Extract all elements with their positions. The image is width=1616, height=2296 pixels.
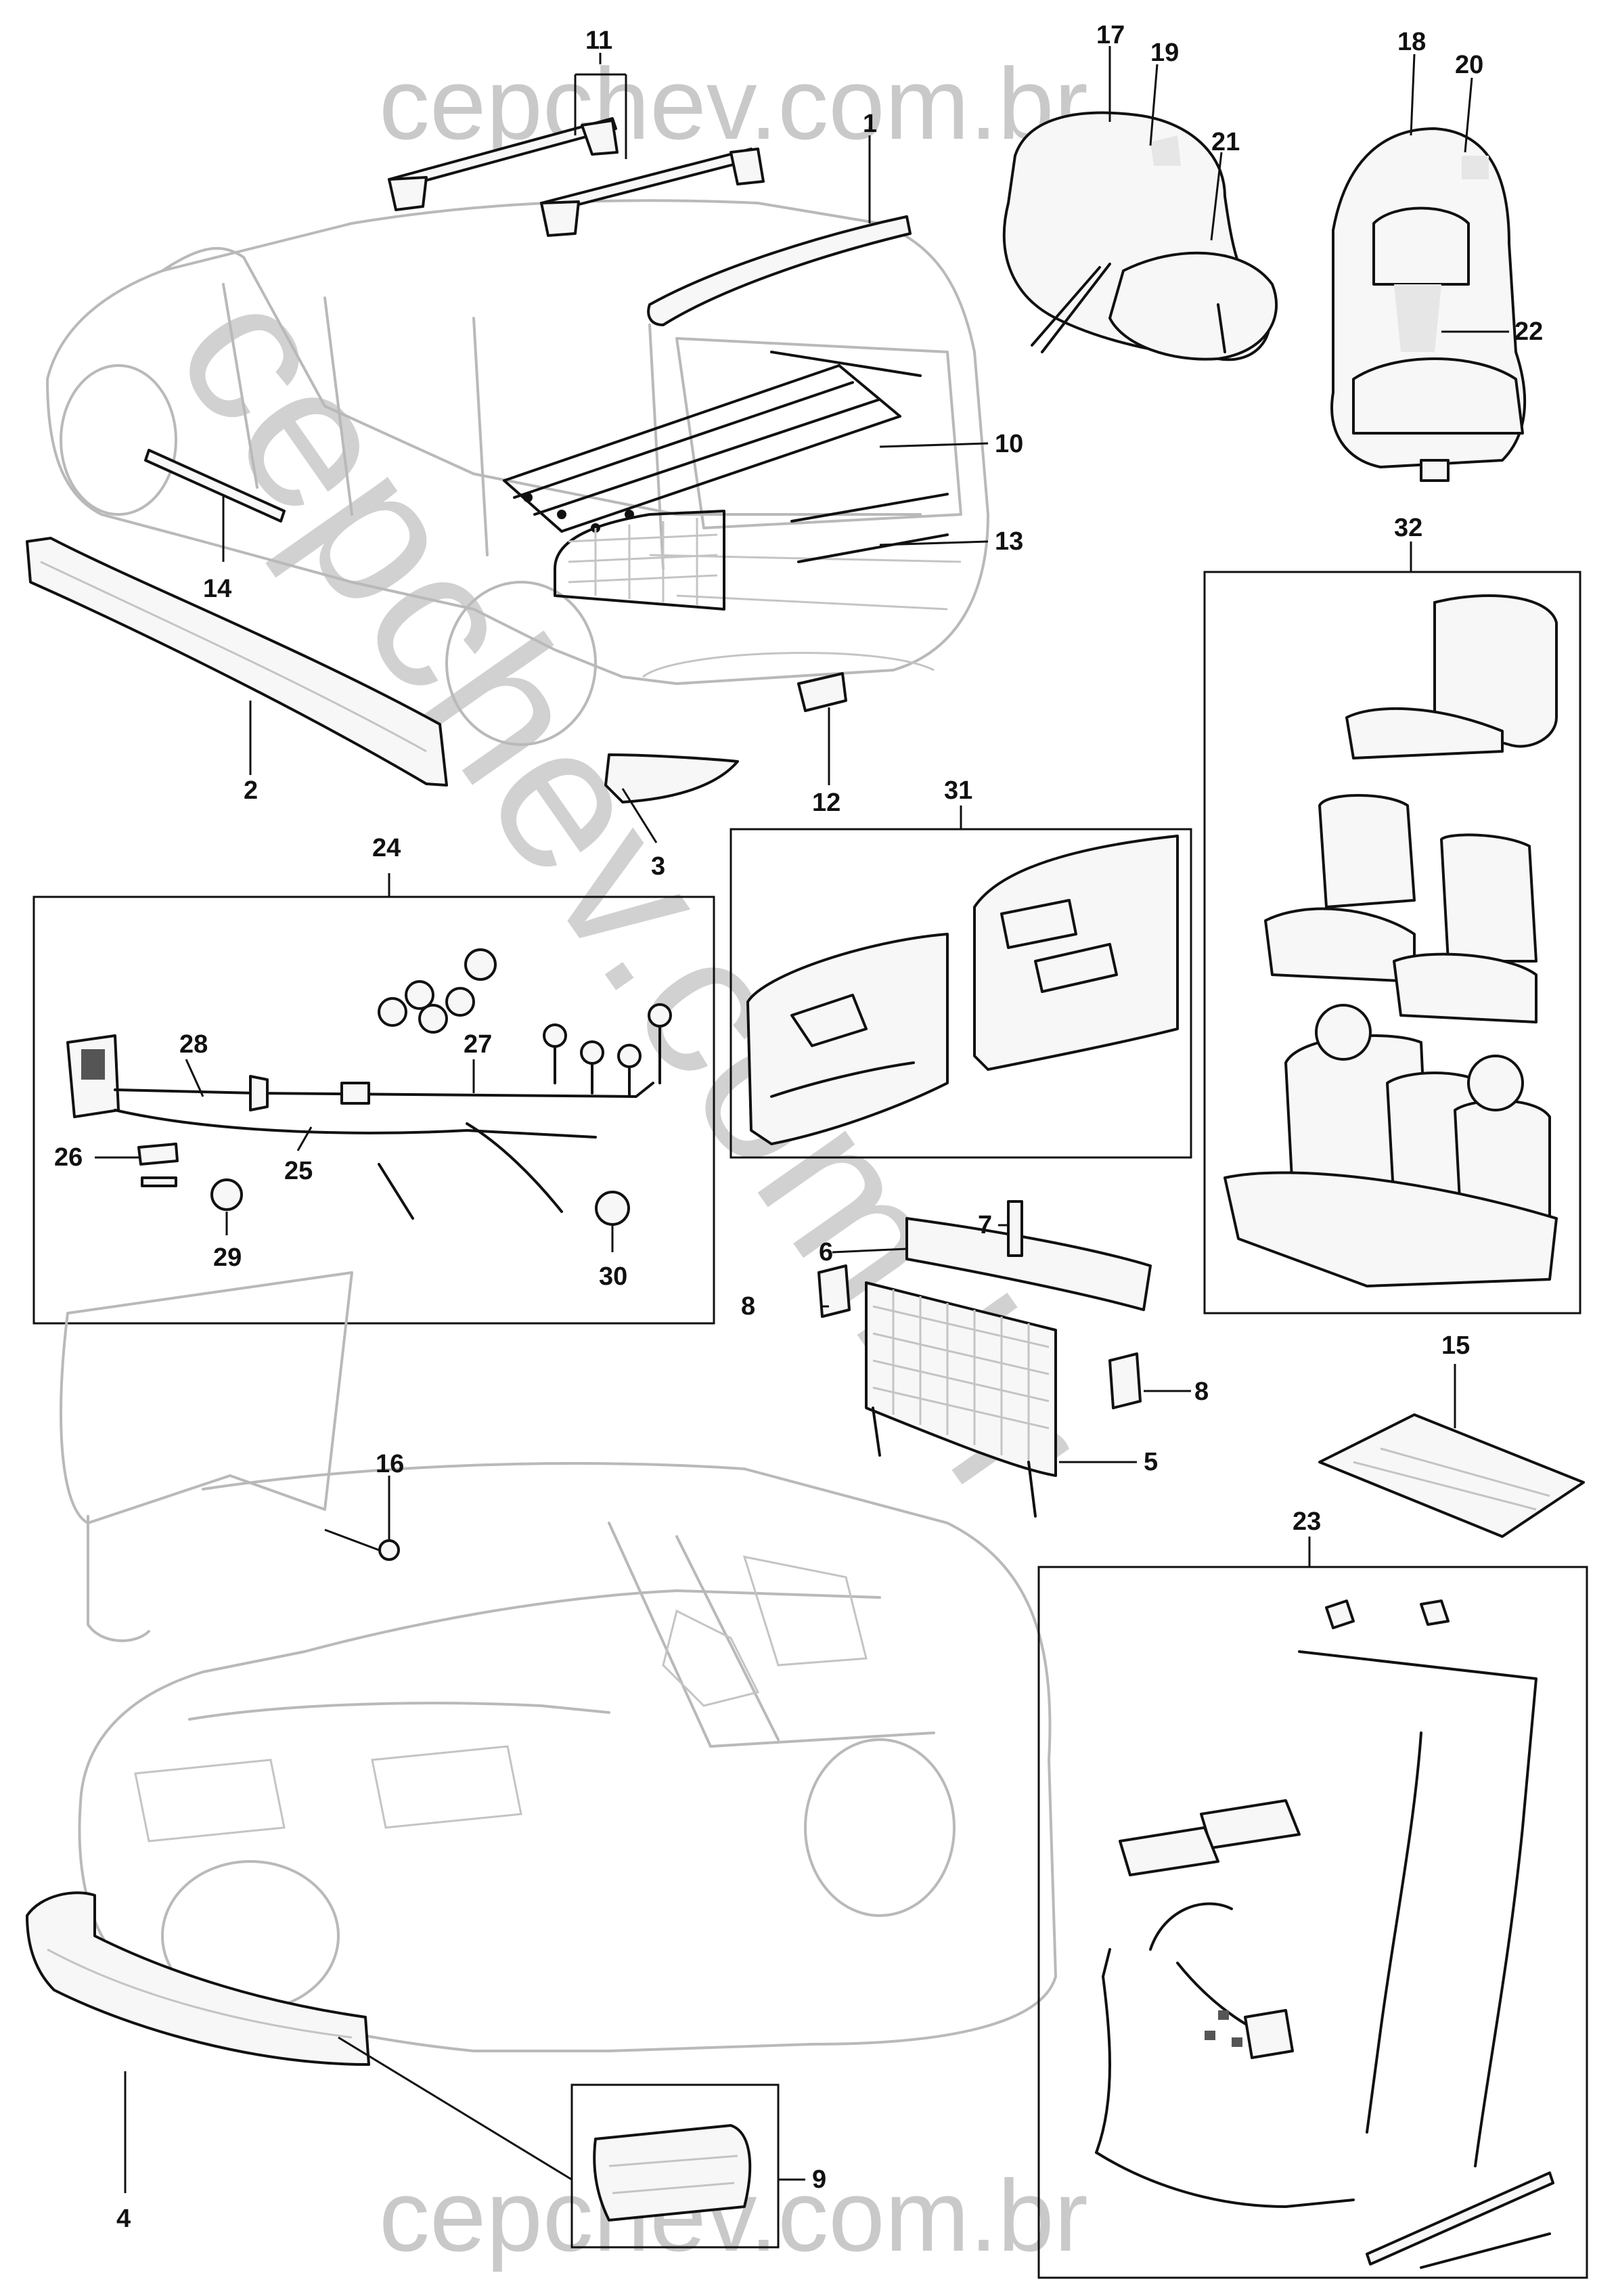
tow-wiring-kit-box [32,896,715,1325]
front-vehicle-outline [60,1271,1057,2052]
cable-27 [114,1082,654,1098]
callout-29: 29 [213,1243,242,1272]
callout-12: 12 [812,789,840,817]
child-seat-infant [1002,111,1278,361]
tow-connector-socket [66,1034,120,1118]
callout-6: 6 [819,1238,833,1266]
rear-vehicle-outline [46,199,989,746]
inline-connector [249,1075,269,1111]
grommet-30 [595,1191,630,1226]
plug-29 [210,1178,243,1211]
callout-11: 11 [585,26,612,55]
callout-4: 4 [116,2205,131,2233]
callout-28: 28 [179,1030,208,1059]
fuse [141,1176,177,1187]
tow-hook-cover [797,672,847,712]
cargo-net-frame [554,510,725,611]
roof-bars [388,117,765,237]
callout-8-right: 8 [1194,1377,1209,1406]
callout-27: 27 [464,1030,492,1059]
mud-flap [604,753,739,803]
callout-1: 1 [863,110,877,138]
child-seat-booster [1330,127,1527,482]
seat-covers-box [1203,571,1581,1315]
callout-5: 5 [1144,1448,1158,1476]
leader-lines [95,46,1509,2193]
tie-strap [137,1143,179,1166]
cable-25 [114,1109,597,1139]
callout-26: 26 [54,1143,83,1172]
callout-13: 13 [995,527,1023,556]
divider-rail-6 [905,1217,1152,1311]
rear-spoiler [647,215,912,326]
callout-23: 23 [1293,1507,1321,1536]
front-bumper-spoiler [26,1891,370,2066]
callout-30: 30 [599,1262,627,1291]
callout-2: 2 [244,776,258,805]
harness-wiring [1095,1599,1554,2269]
callout-7: 7 [978,1211,992,1239]
callout-14: 14 [203,575,231,603]
seat-cover-single [1345,594,1558,759]
plug-16 [378,1539,400,1561]
callout-16: 16 [376,1450,404,1478]
callout-3: 3 [651,852,665,881]
watermark-top: cepchev.com.br [379,47,1088,160]
fog-lamp [593,2124,752,2222]
sensor-wire [378,1163,414,1220]
relay-module [340,1082,370,1105]
callout-19: 19 [1150,39,1179,67]
side-molding [144,449,286,523]
grommets [378,948,497,1034]
callout-21: 21 [1211,128,1240,156]
ring-terminals [543,1003,672,1098]
callout-8-left: 8 [741,1292,755,1321]
seat-cover-rear-bench [1224,1004,1558,1287]
callout-18: 18 [1397,28,1426,56]
callout-labels: 11 1 17 19 21 18 20 22 10 13 32 14 2 12 … [54,21,1543,2233]
callout-32: 32 [1394,514,1422,542]
cargo-divider-net [865,1281,1057,1518]
harness-box [1037,1566,1588,2279]
load-floor-rails [503,351,922,533]
door-panel-front [746,933,949,1145]
fog-lamp-box [570,2083,780,2249]
callout-24: 24 [372,834,401,862]
callout-17: 17 [1096,21,1125,49]
door-panel-rear [973,835,1179,1071]
callout-10: 10 [995,430,1023,458]
bracket-8-right [1108,1352,1142,1409]
callout-15: 15 [1441,1331,1470,1360]
callout-25: 25 [284,1157,313,1185]
callout-9: 9 [812,2165,826,2194]
callout-22: 22 [1514,317,1543,346]
bolt-7 [1007,1200,1023,1257]
callout-31: 31 [944,776,972,805]
cable-branch [466,1122,563,1213]
callout-20: 20 [1455,51,1483,79]
bracket-8-left [817,1264,851,1318]
rear-trim-strip [790,493,949,563]
side-sill-panel [26,537,448,787]
seat-covers-front-pair [1264,794,1538,1023]
floor-mat [1318,1413,1585,1538]
